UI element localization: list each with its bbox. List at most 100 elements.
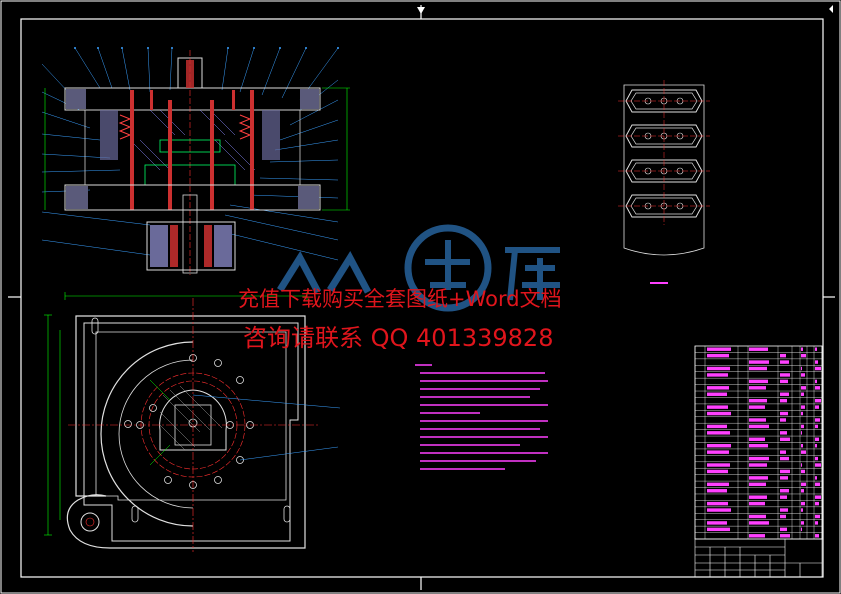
- bill-of-materials: [694, 345, 823, 540]
- bom-cell-text: [801, 405, 805, 409]
- bom-cell-text: [749, 347, 768, 351]
- bom-cell-text: [780, 392, 789, 396]
- title-block: [694, 538, 823, 578]
- bom-cell-text: [707, 463, 730, 467]
- bom-cell-text: [801, 521, 804, 525]
- bom-cell-text: [780, 418, 786, 422]
- bom-cell-text: [749, 514, 766, 519]
- bom-cell-text: [780, 373, 790, 377]
- bom-cell-text: [780, 495, 787, 499]
- bom-cell-text: [707, 353, 729, 358]
- bom-cell-text: [801, 347, 803, 351]
- watermark-line-1: 充值下载购买全套图纸+Word文档: [238, 287, 562, 311]
- bom-cell-text: [780, 469, 790, 474]
- bom-cell-text: [815, 398, 821, 403]
- bom-cell-text: [749, 456, 769, 461]
- bom-cell-text: [749, 360, 769, 364]
- bom-cell-text: [707, 469, 728, 474]
- bom-cell-text: [815, 482, 820, 487]
- bom-cell-text: [815, 437, 819, 441]
- bom-cell-text: [749, 386, 766, 390]
- bom-cell-text: [780, 508, 788, 512]
- bom-cell-text: [749, 444, 768, 448]
- bom-cell-text: [749, 437, 765, 441]
- bom-cell-text: [749, 482, 766, 487]
- bom-cell-text: [749, 398, 767, 403]
- bom-cell-text: [749, 424, 769, 429]
- bom-cell-text: [801, 411, 803, 416]
- bom-cell-text: [707, 444, 731, 448]
- bom-cell-text: [815, 501, 819, 506]
- bom-cell-text: [815, 418, 820, 422]
- bom-cell-text: [749, 366, 767, 371]
- bom-cell-text: [780, 534, 790, 538]
- bom-cell-text: [749, 476, 768, 480]
- bom-cell-text: [801, 450, 806, 454]
- bom-cell-text: [815, 521, 818, 525]
- bom-cell-text: [780, 450, 786, 454]
- bom-cell-text: [815, 386, 820, 390]
- watermark-logo: [277, 224, 560, 312]
- bom-cell-text: [815, 379, 817, 384]
- bom-cell-text: [749, 418, 766, 422]
- bom-cell-text: [707, 347, 731, 351]
- bom-cell-text: [801, 501, 805, 506]
- bom-cell-text: [707, 392, 727, 396]
- drawing-frame: [20, 18, 824, 578]
- bom-cell-text: [707, 405, 728, 409]
- bom-cell-text: [780, 398, 787, 403]
- bom-cell-text: [801, 431, 802, 435]
- bom-cell-text: [780, 360, 789, 364]
- bom-cell-text: [707, 411, 731, 416]
- bom-cell-text: [707, 431, 730, 435]
- bom-cell-text: [815, 476, 817, 480]
- bom-cell-text: [815, 456, 818, 461]
- bom-cell-text: [780, 489, 789, 493]
- centering-marks: [8, 5, 835, 590]
- bom-cell-text: [801, 463, 802, 467]
- bom-cell-text: [815, 424, 818, 429]
- bom-cell-text: [749, 521, 769, 525]
- bom-cell-text: [815, 444, 817, 448]
- bom-cell-text: [780, 353, 786, 358]
- bom-cell-text: [801, 386, 806, 390]
- bom-cell-text: [707, 527, 730, 532]
- bom-cell-text: [815, 347, 817, 351]
- bom-cell-text: [749, 379, 768, 384]
- bom-cell-text: [801, 373, 805, 377]
- bom-cell-text: [801, 469, 805, 474]
- bom-cell-text: [815, 495, 821, 499]
- bom-cell-text: [801, 527, 802, 532]
- bom-cell-text: [707, 373, 728, 377]
- bom-cell-text: [801, 424, 804, 429]
- bom-cell-text: [707, 424, 727, 429]
- bom-cell-text: [801, 392, 804, 396]
- bom-cell-text: [780, 514, 786, 519]
- bom-cell-text: [815, 514, 820, 519]
- bom-cell-text: [815, 360, 818, 364]
- bom-cell-text: [815, 366, 821, 371]
- bom-cell-text: [707, 501, 728, 506]
- bom-cell-text: [801, 489, 804, 493]
- bom-cell-text: [707, 366, 730, 371]
- bom-cell-text: [749, 534, 765, 538]
- bom-cell-text: [815, 405, 819, 409]
- main-section-view: [41, 47, 350, 275]
- bom-cell-text: [707, 482, 729, 487]
- watermark-line-2: 咨询请联系 QQ 401339828: [243, 324, 554, 352]
- bom-cell-text: [707, 521, 727, 525]
- technical-notes: [415, 364, 548, 470]
- bom-cell-text: [801, 366, 802, 371]
- bom-cell-text: [801, 444, 803, 448]
- bom-cell-text: [815, 534, 819, 538]
- bom-cell-text: [707, 508, 731, 512]
- bom-cell-text: [707, 489, 727, 493]
- bom-cell-text: [707, 386, 729, 390]
- bom-cell-text: [780, 456, 789, 461]
- bom-cell-text: [801, 353, 806, 358]
- bom-cell-text: [749, 495, 767, 499]
- bom-cell-text: [749, 463, 767, 467]
- bom-cell-text: [749, 405, 765, 409]
